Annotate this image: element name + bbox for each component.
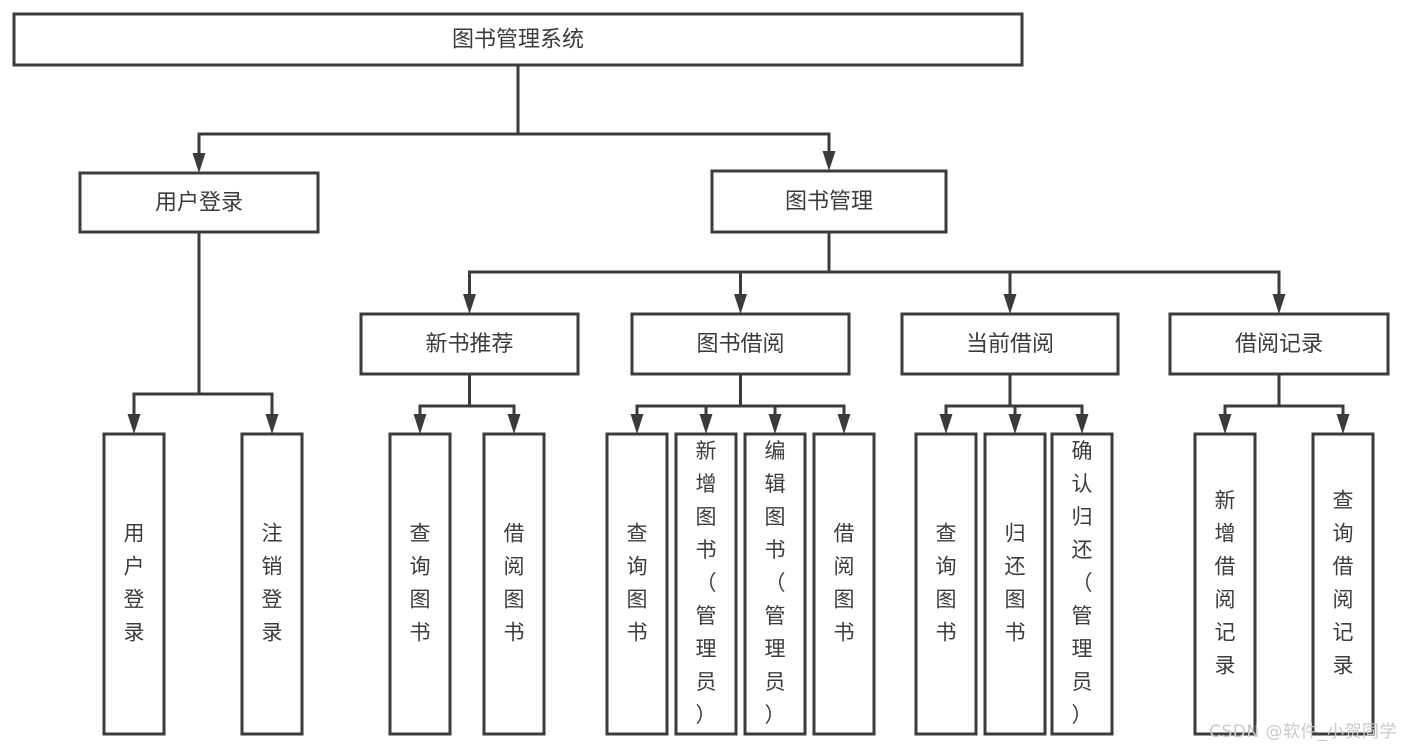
node-box-root[interactable] [12,12,1024,67]
connector-new-book-recommend-to-leaf-borrow-book-1 [468,374,521,434]
node-root[interactable]: 图书管理系统 [12,12,1024,67]
connector-book-borrow-to-leaf-borrow-book-2 [739,374,851,434]
node-leaf-borrow-book-2[interactable]: 借阅图书 [812,432,876,736]
node-current-borrow[interactable]: 当前借阅 [900,312,1120,376]
connector-book-borrow-to-leaf-query-book-2 [630,374,742,434]
node-leaf-user-login[interactable]: 用户登录 [102,432,166,736]
node-leaf-logout[interactable]: 注销登录 [240,432,304,736]
connector-user-login-to-leaf-logout [197,232,279,434]
node-label-book-borrow: 图书借阅 [696,332,784,357]
node-label-leaf-user-login: 用户登录 [124,522,145,645]
node-box-leaf-query-book-1[interactable] [388,432,452,736]
connector-root-to-book-management [516,65,836,171]
node-borrow-record[interactable]: 借阅记录 [1168,312,1390,376]
node-box-leaf-borrow-book-1[interactable] [482,432,546,736]
node-box-leaf-query-record[interactable] [1311,432,1375,736]
node-box-user-login[interactable] [78,171,320,234]
node-box-leaf-return-book[interactable] [983,432,1047,736]
node-leaf-borrow-book-1[interactable]: 借阅图书 [482,432,546,736]
node-box-borrow-record[interactable] [1168,312,1390,376]
node-label-borrow-record: 借阅记录 [1235,332,1323,357]
connector-borrow-record-to-leaf-query-record [1277,374,1350,434]
connector-book-borrow-to-leaf-add-book [699,374,742,434]
node-box-leaf-add-book[interactable] [674,432,738,736]
node-label-leaf-borrow-book-1: 借阅图书 [504,522,525,645]
connector-book-borrow-to-leaf-edit-book [739,374,782,434]
node-box-leaf-user-login[interactable] [102,432,166,736]
node-book-management[interactable]: 图书管理 [710,169,948,234]
connector-book-management-to-borrow-record [827,232,1286,314]
node-label-user-login: 用户登录 [155,191,243,216]
node-box-current-borrow[interactable] [900,312,1120,376]
node-box-new-book-recommend[interactable] [359,312,580,376]
csdn-watermark: CSDN @软件_小贺同学 [1209,722,1397,742]
node-box-leaf-add-record[interactable] [1193,432,1257,736]
node-box-leaf-edit-book[interactable] [743,432,807,736]
node-box-leaf-confirm-return[interactable] [1050,432,1114,736]
node-label-current-borrow: 当前借阅 [966,332,1054,357]
node-label-leaf-borrow-book-2: 借阅图书 [834,522,855,645]
node-label-leaf-query-book-2: 查询图书 [627,522,648,645]
connectors-layer [127,65,1350,434]
node-leaf-confirm-return[interactable]: 确认归还（管理员） [1050,432,1114,736]
node-box-leaf-query-book-3[interactable] [914,432,978,736]
node-label-book-management: 图书管理 [785,190,873,215]
node-label-leaf-query-record: 查询借阅记录 [1333,489,1354,678]
node-box-leaf-logout[interactable] [240,432,304,736]
connector-user-login-to-leaf-user-login [127,232,201,434]
connector-current-borrow-to-leaf-query-book-3 [939,374,1012,434]
node-label-leaf-query-book-1: 查询图书 [410,522,431,645]
node-leaf-add-book[interactable]: 新增图书（管理员） [674,432,738,736]
node-new-book-recommend[interactable]: 新书推荐 [359,312,580,376]
node-label-leaf-query-book-3: 查询图书 [936,522,957,645]
node-label-leaf-add-record: 新增借阅记录 [1215,489,1236,678]
node-book-borrow[interactable]: 图书借阅 [630,312,851,376]
connector-root-to-user-login [192,65,520,173]
node-leaf-add-record[interactable]: 新增借阅记录 [1193,432,1257,736]
node-box-book-management[interactable] [710,169,948,234]
node-label-leaf-edit-book: 编辑图书（管理员） [765,439,786,727]
node-label-new-book-recommend: 新书推荐 [425,332,513,357]
node-leaf-edit-book[interactable]: 编辑图书（管理员） [743,432,807,736]
node-box-book-borrow[interactable] [630,312,851,376]
node-label-leaf-add-book: 新增图书（管理员） [696,439,717,727]
node-label-root: 图书管理系统 [452,28,584,53]
node-label-leaf-return-book: 归还图书 [1005,522,1026,645]
node-label-leaf-confirm-return: 确认归还（管理员） [1072,439,1093,727]
connector-borrow-record-to-leaf-add-record [1218,374,1281,434]
node-leaf-query-record[interactable]: 查询借阅记录 [1311,432,1375,736]
nodes-layer: 图书管理系统用户登录图书管理新书推荐图书借阅当前借阅借阅记录用户登录注销登录查询… [12,12,1390,736]
connector-new-book-recommend-to-leaf-query-book-1 [413,374,471,434]
node-label-leaf-logout: 注销登录 [262,522,283,645]
node-leaf-return-book[interactable]: 归还图书 [983,432,1047,736]
connector-current-borrow-to-leaf-confirm-return [1008,374,1089,434]
node-leaf-query-book-3[interactable]: 查询图书 [914,432,978,736]
node-box-leaf-borrow-book-2[interactable] [812,432,876,736]
node-leaf-query-book-1[interactable]: 查询图书 [388,432,452,736]
node-user-login[interactable]: 用户登录 [78,171,320,234]
node-leaf-query-book-2[interactable]: 查询图书 [605,432,669,736]
node-box-leaf-query-book-2[interactable] [605,432,669,736]
connector-book-management-to-book-borrow [734,232,831,314]
